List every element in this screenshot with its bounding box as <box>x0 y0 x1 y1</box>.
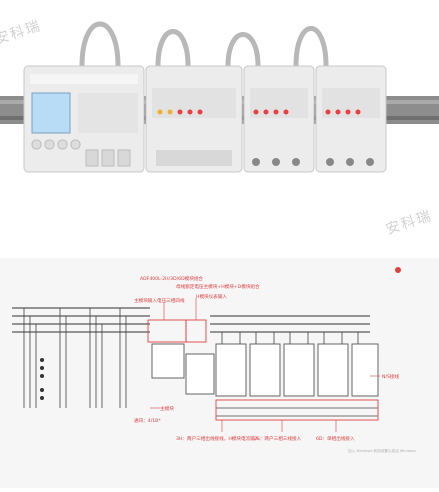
annotation-ns: N/S接线 <box>382 373 399 380</box>
annotation-2s: 2S：两户三相三线接入 <box>254 435 302 442</box>
product-photo: 安科瑞 安科瑞 <box>0 17 439 238</box>
faint-system-note: 加入 Windows 转到设置以激活 Windows <box>348 448 416 453</box>
wiring-diagram: ADF400L-2H/3D/6D模块组合 母线额定电压主模块+H模块+D模块组合… <box>12 267 416 453</box>
annotation-main-input: 主模块输入电压三相四线 <box>134 297 185 304</box>
annotation-6d: 6D：单相出线接入 <box>316 435 355 442</box>
annotation-main-module: 主模块 <box>160 405 174 412</box>
cable-loops <box>79 21 329 67</box>
expansion-module-1 <box>145 65 243 173</box>
annotation-bus-voltage: 母线额定电压主模块+H模块+D模块组合 <box>176 283 260 290</box>
lcd-display <box>31 92 71 134</box>
annotation-3h: 3H：两户三相出线接线，H模块电流输入 <box>176 435 260 442</box>
meter-modules-illustration <box>0 21 439 173</box>
annotation-h-input: H模块仪表输入 <box>196 293 227 300</box>
expansion-module-2 <box>243 65 315 173</box>
main-module <box>23 65 145 173</box>
annotation-comm: 通讯：4/1B* <box>134 417 161 424</box>
expansion-module-3 <box>315 65 387 173</box>
annotation-module-combo: ADF400L-2H/3D/6D模块组合 <box>140 275 203 282</box>
schematic-expansion-modules <box>215 343 379 397</box>
schematic-main-module <box>151 343 215 395</box>
wiring-schematic: ADF400L-2H/3D/6D模块组合 母线额定电压主模块+H模块+D模块组合… <box>0 258 439 488</box>
